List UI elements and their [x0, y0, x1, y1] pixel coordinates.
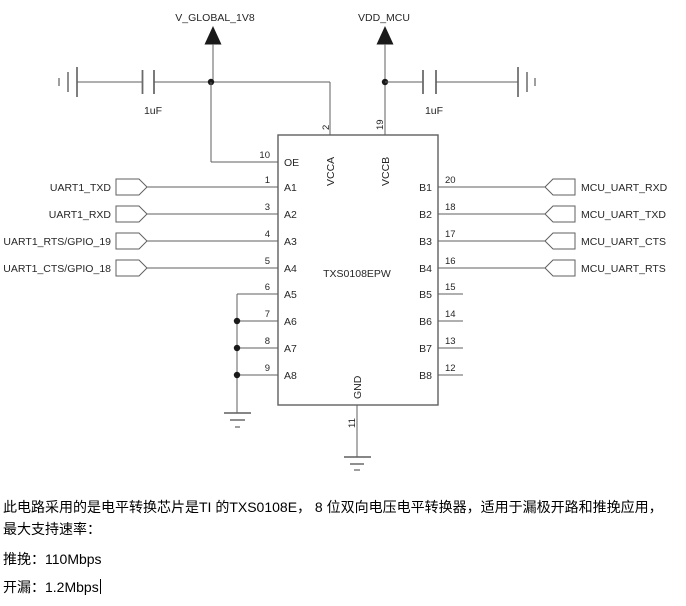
note-line-push-pull[interactable]: 推挽：110Mbps: [3, 549, 102, 569]
junction-dot: [233, 317, 241, 325]
pin-name-vccb: VCCB: [380, 157, 392, 186]
net-flag: [544, 178, 576, 196]
rail-label-vglobal: V_GLOBAL_1V8: [175, 12, 255, 24]
pin-number: 13: [445, 336, 456, 347]
pin-number: 12: [445, 363, 456, 374]
capacitor-value: 1uF: [425, 105, 443, 117]
pin-name: B8: [419, 370, 432, 382]
pin-name-gnd: GND: [352, 375, 364, 399]
text-cursor: [99, 579, 102, 594]
pin-number: 11: [347, 418, 358, 428]
pin-number: 20: [445, 175, 456, 186]
junction-dot: [233, 371, 241, 379]
pin-name-oe: OE: [284, 157, 299, 169]
pin-number: 4: [265, 229, 270, 240]
pin-name: A7: [284, 343, 297, 355]
signal-label: MCU_UART_RTS: [581, 263, 666, 275]
pin-name: B7: [419, 343, 432, 355]
pin-number: 8: [265, 336, 270, 347]
pin-number: 15: [445, 282, 456, 293]
pin-name: B4: [419, 263, 432, 275]
note-line-open-drain[interactable]: 开漏：1.2Mbps: [3, 577, 102, 597]
net-flag: [115, 178, 148, 196]
pin-name: B5: [419, 289, 432, 301]
signal-label: UART1_TXD: [50, 182, 111, 194]
signal-label: MCU_UART_TXD: [581, 209, 666, 221]
pin-number: 2: [321, 125, 332, 130]
pin-number: 6: [265, 282, 270, 293]
note-line-2[interactable]: 最大支持速率：: [3, 521, 101, 537]
pin-number: 9: [265, 363, 270, 374]
signal-label: MCU_UART_CTS: [581, 236, 666, 248]
signal-label: MCU_UART_RXD: [581, 182, 668, 194]
open-drain-value: 1.2Mbps: [45, 579, 99, 595]
pin-number: 1: [265, 175, 270, 186]
pin-number: 16: [445, 256, 456, 267]
schematic-canvas: V_GLOBAL_1V8 1uF VDD_MCU 1uF TXS: [3, 12, 668, 471]
net-flag: [544, 259, 576, 277]
pin-name: A3: [284, 236, 297, 248]
pin-name: A8: [284, 370, 297, 382]
signal-label: UART1_CTS/GPIO_18: [3, 263, 111, 275]
pin-name-vcca: VCCA: [325, 157, 337, 186]
net-flag: [544, 232, 576, 250]
rail-label-vddmcu: VDD_MCU: [358, 12, 410, 24]
pin-number: 18: [445, 202, 456, 213]
chip-part-number: TXS0108EPW: [323, 268, 391, 280]
power-arrow-icon: [376, 26, 394, 45]
pin-number: 3: [265, 202, 270, 213]
pin-number: 19: [375, 119, 386, 130]
pin-name: B6: [419, 316, 432, 328]
pin-name: A4: [284, 263, 297, 275]
net-flag: [544, 205, 576, 223]
pin-number: 5: [265, 256, 270, 267]
capacitor-value: 1uF: [144, 105, 162, 117]
pin-name: A5: [284, 289, 297, 301]
pin-name: B2: [419, 209, 432, 221]
net-flag: [115, 232, 148, 250]
power-arrow-icon: [204, 26, 222, 45]
pin-number: 14: [445, 309, 456, 320]
net-flag: [115, 259, 148, 277]
signal-label: UART1_RTS/GPIO_19: [3, 236, 111, 248]
push-pull-value: 110Mbps: [45, 551, 102, 567]
push-pull-label: 推挽：: [3, 551, 45, 567]
pin-name: A1: [284, 182, 297, 194]
pin-name: A2: [284, 209, 297, 221]
pin-number: 7: [265, 309, 270, 320]
pin-number: 17: [445, 229, 456, 240]
pin-number: 10: [259, 150, 270, 161]
pin-name: A6: [284, 316, 297, 328]
note-line-1[interactable]: 此电路采用的是电平转换芯片是TI 的TXS0108E， 8 位双向电压电平转换器…: [3, 499, 663, 515]
net-flag: [115, 205, 148, 223]
signal-label: UART1_RXD: [49, 209, 112, 221]
chip-body: [277, 134, 439, 406]
pin-name: B1: [419, 182, 432, 194]
junction-dot: [233, 344, 241, 352]
pin-name: B3: [419, 236, 432, 248]
open-drain-label: 开漏：: [3, 579, 45, 595]
